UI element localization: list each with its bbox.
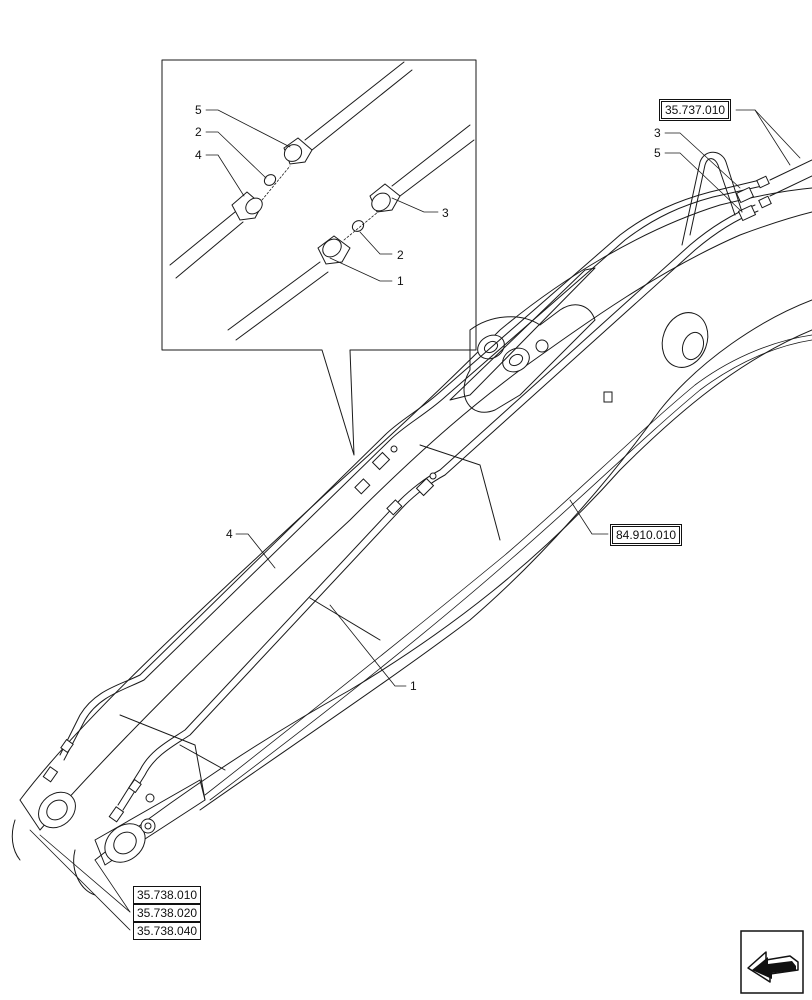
boom-foot-brackets (449, 267, 709, 413)
detail-view (161, 59, 477, 456)
callout-1-detail: 1 (397, 274, 404, 288)
previous-page-arrow-icon[interactable] (740, 930, 804, 994)
tip-pin-bosses (38, 791, 156, 863)
reference-box-bottom-1[interactable]: 35.738.010 (133, 886, 202, 904)
reference-box-bottom-3[interactable]: 35.738.040 (133, 922, 202, 940)
callout-4-detail: 4 (195, 148, 202, 162)
leader-lines (29, 109, 801, 931)
callout-3-right: 3 (654, 126, 661, 140)
callout-3-detail: 3 (442, 206, 449, 220)
callout-2-detail-upper: 2 (195, 125, 202, 139)
reference-box-bottom-2[interactable]: 35.738.020 (133, 904, 202, 922)
callout-labels: 5 2 4 3 2 1 3 5 4 1 (195, 103, 661, 693)
callout-4-boom: 4 (226, 527, 233, 541)
callout-5-detail: 5 (195, 103, 202, 117)
callout-1-boom: 1 (410, 679, 417, 693)
boom-structure (11, 187, 812, 896)
reference-box-top-right[interactable]: 35.737.010 (658, 99, 732, 121)
hydraulic-tubes (42, 151, 812, 823)
reference-box-boom[interactable]: 84.910.010 (609, 524, 683, 546)
callout-2-detail-lower: 2 (397, 248, 404, 262)
callout-5-right: 5 (654, 146, 661, 160)
